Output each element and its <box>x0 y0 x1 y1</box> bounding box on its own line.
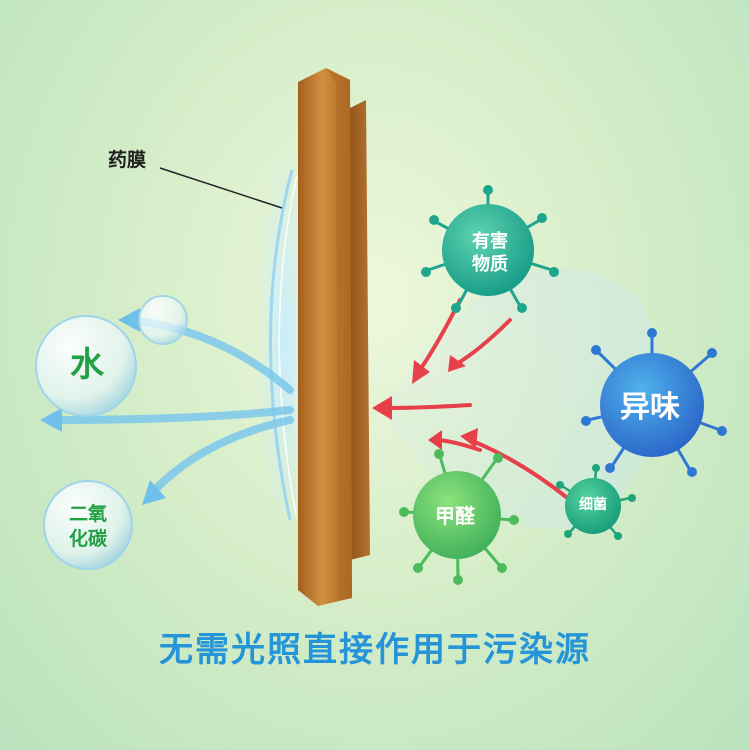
harmful-substance-label: 有害 物质 <box>472 231 508 276</box>
wood-board-edge <box>326 68 352 600</box>
wood-board-back <box>346 100 370 560</box>
water-label: 水 <box>70 345 104 385</box>
caption: 无需光照直接作用于污染源 <box>159 630 591 670</box>
odor-virus <box>581 328 727 477</box>
membrane-film <box>269 169 294 521</box>
formaldehyde-label: 甲醛 <box>435 504 475 528</box>
pollutant-fan <box>380 267 663 529</box>
membrane-pointer-line <box>159 167 283 209</box>
co2-label: 二氧 化碳 <box>68 503 107 550</box>
bacteria-virus <box>556 464 636 540</box>
formaldehyde-virus <box>399 449 519 585</box>
co2-bubble <box>43 480 133 570</box>
water-bubble <box>35 315 137 417</box>
membrane-label: 药膜 <box>108 149 147 171</box>
harmful-virus <box>421 185 559 313</box>
membrane-film-inner <box>278 174 298 516</box>
small-bubble <box>138 295 188 345</box>
incoming-arrowheads <box>372 355 478 450</box>
bacteria-label: 细菌 <box>579 497 607 513</box>
outgoing-arrowheads <box>40 308 166 505</box>
odor-label: 异味 <box>620 390 680 425</box>
